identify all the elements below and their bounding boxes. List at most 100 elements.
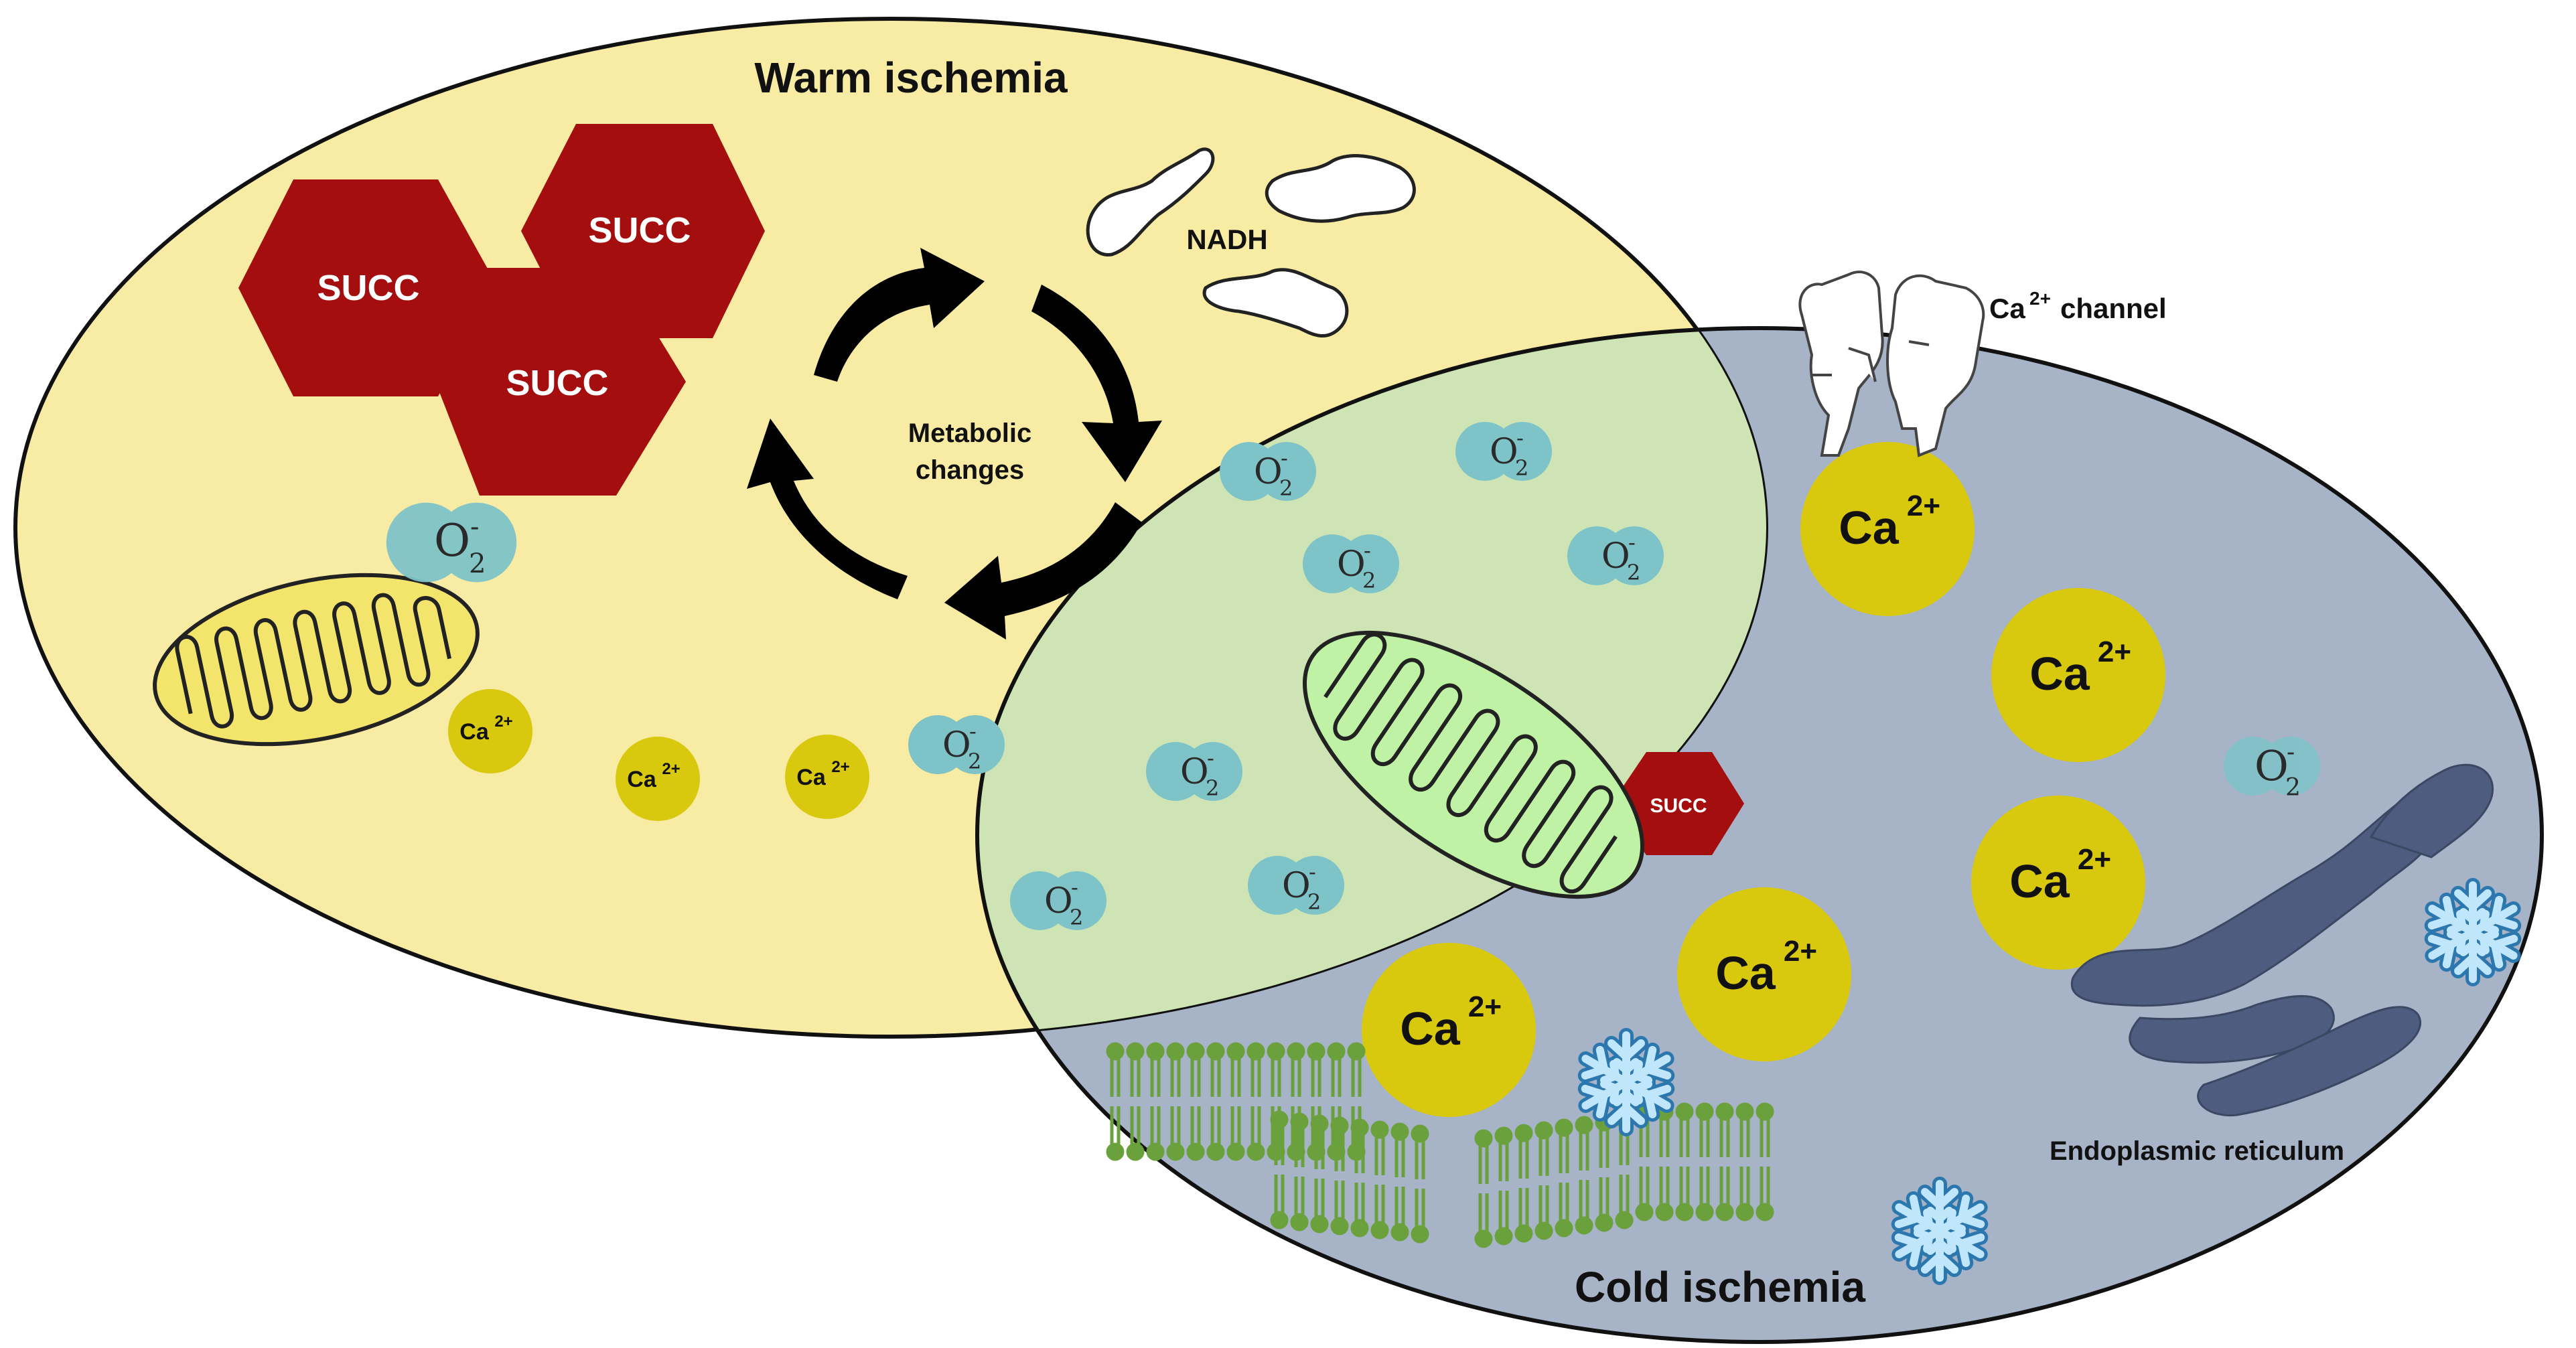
svg-text:2+: 2+ [1907,490,1940,522]
lipid-head [1106,1142,1125,1161]
lipid-head [1350,1118,1369,1137]
svg-text:2: 2 [1515,455,1528,481]
metabolic-changes-label: Metabolic [908,419,1031,448]
lipid-tail [1210,1058,1221,1097]
lipid-tail [1579,1180,1589,1219]
svg-text:O: O [1044,881,1073,921]
lipid-head [1555,1118,1573,1137]
lipid-tail [1274,1175,1285,1213]
lipid-head [1534,1221,1553,1240]
lipid-tail [1294,1177,1305,1215]
lipid-head [1735,1203,1754,1221]
lipid-head [1330,1217,1349,1235]
lipid-head [1270,1211,1289,1229]
svg-text:O: O [942,725,971,765]
svg-text:2+: 2+ [2098,635,2131,668]
svg-text:Ca: Ca [1839,502,1900,554]
lipid-head [1270,1110,1289,1129]
lipid-tail [1699,1167,1710,1205]
lipid-head [1756,1102,1774,1121]
svg-text:O: O [1337,544,1366,585]
calcium-channel-charge: 2+ [2029,288,2051,309]
lipid-tail [1334,1181,1345,1219]
svg-text:-: - [1516,425,1524,451]
svg-text:2+: 2+ [494,713,512,731]
lipid-tail [1274,1126,1285,1165]
lipid-tail [1518,1140,1529,1179]
svg-text:SUCC: SUCC [1650,795,1707,817]
lipid-head [1146,1142,1165,1161]
lipid-tail [1579,1132,1589,1171]
lipid-head [1575,1116,1593,1134]
svg-text:O: O [1180,752,1209,792]
superoxide-blob: O2- [2224,737,2320,802]
svg-text:-: - [470,512,480,542]
lipid-tail [1760,1167,1770,1205]
lipid-tail [1415,1189,1425,1227]
lipid-head [1186,1142,1205,1161]
mitochondrion-warm [153,573,480,747]
lipid-head [1474,1129,1493,1148]
lipid-tail [1739,1167,1750,1205]
svg-text:2: 2 [2285,774,2301,802]
lipid-tail [1539,1137,1549,1176]
lipid-head [1514,1224,1533,1243]
svg-text:-: - [969,719,977,744]
lipid-tail [1498,1142,1509,1181]
endoplasmic-reticulum [2070,763,2494,1117]
lipid-tail [1518,1188,1529,1227]
lipid-head [1655,1203,1674,1221]
svg-text:SUCC: SUCC [506,363,608,403]
svg-text:Ca: Ca [627,767,657,792]
svg-text:2: 2 [1279,475,1293,501]
succ-hexagon: SUCC [1612,752,1744,855]
svg-text:Ca: Ca [1715,947,1776,999]
lipid-head [1310,1114,1329,1133]
svg-text:2+: 2+ [1784,935,1817,968]
lipid-tail [1760,1118,1770,1157]
calcium-channel [1798,271,1985,457]
nadh-molecules [1086,147,1416,338]
lipid-tail [1719,1167,1730,1205]
lipid-tail [1374,1185,1385,1223]
svg-text:2+: 2+ [1468,990,1502,1023]
superoxide-blob: O2- [1010,871,1106,930]
lipid-tail [1659,1167,1670,1205]
calcium-channel-label: Ca [1989,293,2025,324]
svg-text:Ca: Ca [796,765,827,790]
lipid-tail [1311,1058,1321,1097]
lipid-head [1411,1225,1429,1244]
lipid-head [1735,1102,1754,1121]
succ-hexagon: SUCC [435,268,686,496]
superoxide-blob: O2- [1248,856,1344,915]
lipid-tail [1150,1106,1161,1145]
svg-text:SUCC: SUCC [588,210,691,250]
lipid-head [1126,1142,1145,1161]
lipid-head [1330,1116,1349,1135]
svg-text:2: 2 [469,548,486,579]
lipid-head [1370,1120,1389,1139]
svg-text:Ca: Ca [459,719,490,745]
lipid-tail [1291,1058,1301,1097]
lipid-tail [1599,1129,1609,1168]
lipid-head [1350,1219,1369,1238]
superoxide-blob: O2- [908,715,1005,774]
lipid-tail [1170,1058,1181,1097]
svg-text:Ca: Ca [2009,855,2070,907]
lipid-head [1347,1042,1366,1061]
lipid-tail [1699,1118,1710,1157]
svg-text:2: 2 [1627,560,1640,585]
lipid-head [1166,1142,1185,1161]
lipid-tail [1351,1058,1362,1097]
svg-text:O: O [1601,536,1630,577]
superoxide-blob: O2- [1146,742,1242,801]
lipid-tail [1334,1132,1345,1171]
succ-hexagon: SUCC [238,179,498,396]
lipid-head [1106,1042,1125,1061]
lipid-tail [1559,1183,1569,1221]
lipid-head [1390,1223,1409,1242]
